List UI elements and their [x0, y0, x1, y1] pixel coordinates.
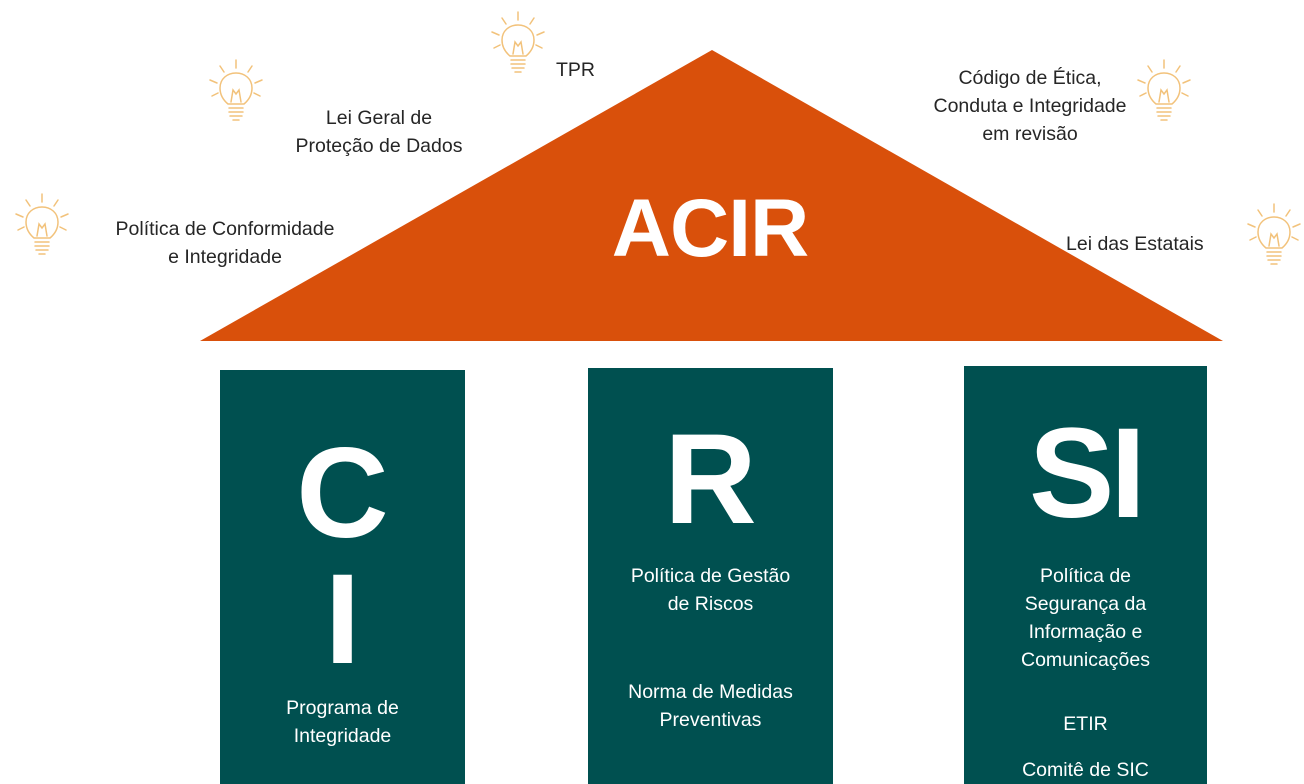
- pillar-si-text2: ETIR: [1063, 713, 1108, 735]
- pillar-r-text2-line1: Norma de Medidas: [628, 681, 793, 703]
- pillar-r-text2: Norma de Medidas Preventivas: [588, 678, 833, 734]
- pillar-r-text2-line2: Preventivas: [659, 709, 762, 731]
- pillar-si-letter: SI: [1029, 402, 1146, 545]
- pillar-r-text1: Política de Gestão de Riscos: [588, 562, 833, 618]
- lightbulb-icon: [209, 59, 263, 121]
- lightbulb-icon: [15, 193, 69, 255]
- label-lgpd-line2: Proteção de Dados: [295, 135, 463, 157]
- label-politica-conformidade: Política de Conformidade e Integridade: [80, 215, 370, 271]
- label-lgpd: Lei Geral de Proteção de Dados: [264, 104, 494, 160]
- label-tpr: TPR: [556, 59, 595, 81]
- pillar-ci-text-line1: Programa de: [286, 697, 399, 719]
- roof-triangle: [200, 50, 1223, 341]
- pillar-r-text1-line1: Política de Gestão: [630, 565, 791, 587]
- pillar-ci-text: Programa de Integridade: [220, 694, 465, 750]
- roof-title: ACIR: [611, 183, 809, 274]
- pillar-r: R Política de Gestão de Riscos Norma de …: [588, 368, 833, 784]
- pillar-ci-text-line2: Integridade: [293, 725, 392, 747]
- pillar-ci: C I Programa de Integridade: [220, 370, 465, 784]
- pillar-si-text1-line2: Segurança da: [1024, 593, 1147, 615]
- pillar-si-text3: Comitê de SIC: [1022, 759, 1149, 781]
- pillar-si-text1: Política de Segurança da Informação e Co…: [964, 562, 1207, 674]
- label-politica-conformidade-line2: e Integridade: [168, 246, 282, 268]
- label-politica-conformidade-line1: Política de Conformidade: [115, 218, 335, 240]
- lightbulb-icon: [491, 11, 545, 73]
- pillar-r-text1-line2: de Riscos: [667, 593, 754, 615]
- pillar-si-text1-line3: Informação e: [1028, 621, 1143, 643]
- label-codigo-etica-line1: Código de Ética,: [958, 67, 1102, 89]
- pillar-si-text1-line1: Política de: [1039, 565, 1132, 587]
- pillar-ci-letter-c: C: [296, 422, 389, 565]
- lightbulb-icon: [1137, 59, 1191, 121]
- pillar-r-letter: R: [664, 408, 757, 551]
- pillar-si: SI Política de Segurança da Informação e…: [964, 366, 1207, 784]
- label-codigo-etica-line2: Conduta e Integridade: [933, 95, 1127, 117]
- label-codigo-etica-line3: em revisão: [982, 123, 1078, 145]
- pillar-si-text1-line4: Comunicações: [1021, 649, 1150, 671]
- label-codigo-etica: Código de Ética, Conduta e Integridade e…: [880, 64, 1180, 148]
- label-lgpd-line1: Lei Geral de: [325, 107, 433, 129]
- label-lei-estatais: Lei das Estatais: [1066, 233, 1204, 255]
- lightbulb-icon: [1247, 203, 1301, 265]
- pillar-ci-letter-i: I: [324, 548, 361, 691]
